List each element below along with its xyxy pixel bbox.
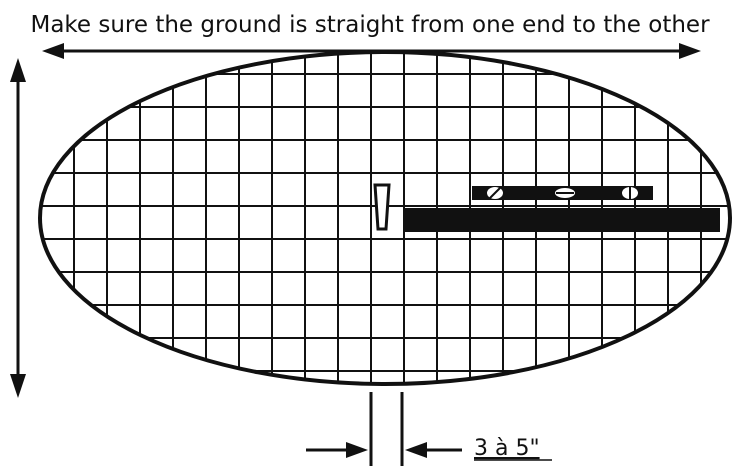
stake-spacing-indicator bbox=[306, 392, 462, 466]
vertical-double-arrow-icon bbox=[10, 58, 26, 398]
spacing-measurement-label: 3 à 5" bbox=[474, 436, 540, 461]
spirit-level-icon bbox=[472, 186, 653, 200]
stake-peg-icon bbox=[373, 183, 391, 231]
instruction-caption: Make sure the ground is straight from on… bbox=[30, 12, 710, 38]
arrow-left-icon bbox=[405, 442, 462, 458]
straight-board bbox=[404, 208, 720, 232]
arrow-right-icon bbox=[306, 442, 368, 458]
